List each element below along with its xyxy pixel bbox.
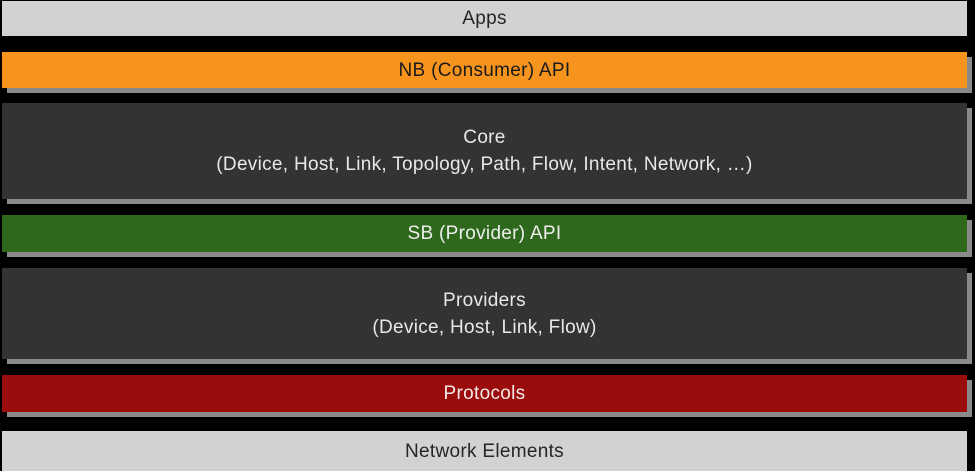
layer-sb-provider-api-label: SB (Provider) API (407, 223, 562, 244)
layer-providers-label: Providers (443, 289, 526, 311)
layer-core-sublabel: (Device, Host, Link, Topology, Path, Flo… (216, 154, 753, 175)
layer-providers-sublabel: (Device, Host, Link, Flow) (372, 316, 597, 338)
layer-providers: Providers (Device, Host, Link, Flow) (2, 268, 967, 359)
layer-core-label: Core (463, 127, 506, 148)
layer-protocols-label: Protocols (443, 383, 526, 404)
layer-protocols: Protocols (2, 375, 967, 412)
layer-apps-label: Apps (462, 8, 507, 29)
layer-network-elements: Network Elements (2, 431, 967, 471)
layer-nb-consumer-api: NB (Consumer) API (2, 52, 967, 88)
layer-core: Core (Device, Host, Link, Topology, Path… (2, 103, 967, 199)
layer-network-elements-label: Network Elements (405, 440, 564, 462)
layer-nb-consumer-api-label: NB (Consumer) API (398, 59, 571, 81)
layer-sb-provider-api: SB (Provider) API (2, 215, 967, 252)
layer-apps: Apps (2, 1, 967, 36)
